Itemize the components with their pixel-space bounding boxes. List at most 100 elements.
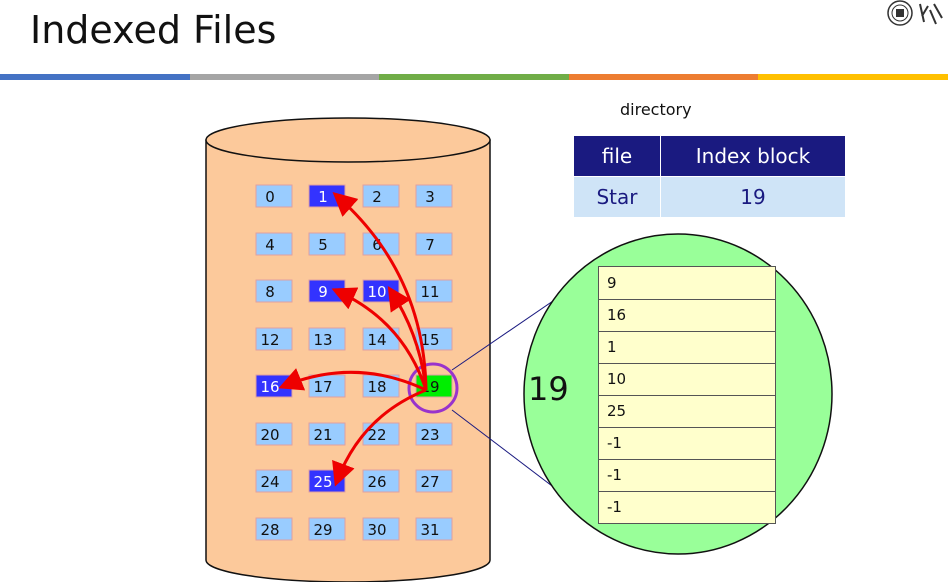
disk-block-rect — [255, 469, 293, 493]
list-item: -1 — [598, 492, 776, 524]
university-seal-icon — [887, 0, 943, 26]
disk-block-label: 6 — [372, 236, 382, 254]
disk-block: 15 — [415, 327, 453, 351]
divider-stripe — [0, 74, 190, 80]
disk-block-rect — [255, 279, 293, 303]
disk-block: 13 — [308, 327, 346, 351]
pointer-arrow — [332, 192, 428, 391]
list-item: -1 — [598, 428, 776, 460]
disk-block-rect — [255, 517, 293, 541]
disk-block-label: 8 — [265, 283, 275, 301]
disk-block-rect — [415, 422, 453, 446]
disk-block-label: 30 — [367, 521, 386, 539]
disk-block: 2 — [362, 184, 400, 208]
disk-block-label: 18 — [367, 378, 386, 396]
disk-block-label: 12 — [260, 331, 279, 349]
disk-block-label: 13 — [313, 331, 332, 349]
disk-block: 8 — [255, 279, 293, 303]
disk-block-rect — [362, 469, 400, 493]
disk-block: 29 — [308, 517, 346, 541]
disk-block-rect — [255, 184, 293, 208]
disk-block: 30 — [362, 517, 400, 541]
disk-block-rect — [362, 517, 400, 541]
directory-table: file Index block Star 19 — [573, 135, 846, 218]
disk-block-label: 24 — [260, 473, 279, 491]
disk-block-label: 29 — [313, 521, 332, 539]
divider-stripe — [379, 74, 569, 80]
disk-block: 10 — [362, 279, 400, 303]
list-item: 10 — [598, 364, 776, 396]
directory-cell-file: Star — [573, 176, 661, 218]
disk-block: 31 — [415, 517, 453, 541]
disk-block: 0 — [255, 184, 293, 208]
title-divider — [0, 74, 948, 80]
table-row: Star 19 — [573, 176, 846, 218]
disk-block-label: 23 — [420, 426, 439, 444]
disk-block-rect — [415, 232, 453, 256]
disk-block-label: 25 — [313, 473, 332, 491]
list-item: 16 — [598, 300, 776, 332]
index-block-label: 19 — [528, 370, 569, 408]
disk-block: 11 — [415, 279, 453, 303]
pointer-arrow — [278, 368, 427, 392]
disk-block-label: 16 — [260, 378, 279, 396]
index-block-highlight-ring — [407, 362, 459, 414]
list-item: 1 — [598, 332, 776, 364]
disk-block-label: 22 — [367, 426, 386, 444]
disk-block-label: 9 — [318, 283, 328, 301]
disk-block-label: 0 — [265, 188, 275, 206]
list-item: 25 — [598, 396, 776, 428]
disk-block-label: 26 — [367, 473, 386, 491]
disk-block-label: 14 — [367, 331, 386, 349]
disk-block-label: 1 — [318, 188, 328, 206]
disk-block: 12 — [255, 327, 293, 351]
disk-block: 14 — [362, 327, 400, 351]
disk-block-rect — [255, 232, 293, 256]
page-title: Indexed Files — [30, 8, 277, 52]
disk-block-label: 11 — [420, 283, 439, 301]
disk-block: 4 — [255, 232, 293, 256]
disk-block-label: 5 — [318, 236, 328, 254]
disk-cylinder-top — [205, 117, 491, 163]
directory-caption: directory — [620, 100, 692, 119]
disk-block: 27 — [415, 469, 453, 493]
disk-block-rect — [255, 327, 293, 351]
disk-block-label: 17 — [313, 378, 332, 396]
disk-block-label: 27 — [420, 473, 439, 491]
directory-cell-index-block: 19 — [660, 176, 846, 218]
disk-block: 3 — [415, 184, 453, 208]
disk-block-label: 28 — [260, 521, 279, 539]
disk-block: 5 — [308, 232, 346, 256]
list-item: 9 — [598, 267, 776, 300]
pointer-arrow — [331, 287, 428, 391]
disk-block: 23 — [415, 422, 453, 446]
disk-block-label: 3 — [425, 188, 435, 206]
disk-block: 18 — [362, 374, 400, 398]
disk-block: 22 — [362, 422, 400, 446]
disk-block: 28 — [255, 517, 293, 541]
disk-block-rect — [308, 422, 346, 446]
disk-block-rect — [308, 232, 346, 256]
disk-block-label: 10 — [367, 283, 386, 301]
pointer-arrow — [332, 388, 427, 487]
disk-block-rect — [415, 517, 453, 541]
disk-block: 7 — [415, 232, 453, 256]
list-item: -1 — [598, 460, 776, 492]
disk-block-rect — [255, 422, 293, 446]
disk-block-rect — [308, 327, 346, 351]
disk-block-rect — [308, 517, 346, 541]
disk-block-label: 15 — [420, 331, 439, 349]
divider-stripe — [568, 74, 759, 80]
disk-block-label: 7 — [425, 236, 435, 254]
divider-stripe — [758, 74, 948, 80]
disk-block: 21 — [308, 422, 346, 446]
disk-block: 26 — [362, 469, 400, 493]
disk-block-rect — [415, 279, 453, 303]
disk-block: 1 — [308, 184, 346, 208]
disk-block-label: 4 — [265, 236, 275, 254]
disk-block-rect — [415, 184, 453, 208]
disk-block-label: 31 — [420, 521, 439, 539]
disk-block-label: 21 — [313, 426, 332, 444]
disk-block: 20 — [255, 422, 293, 446]
